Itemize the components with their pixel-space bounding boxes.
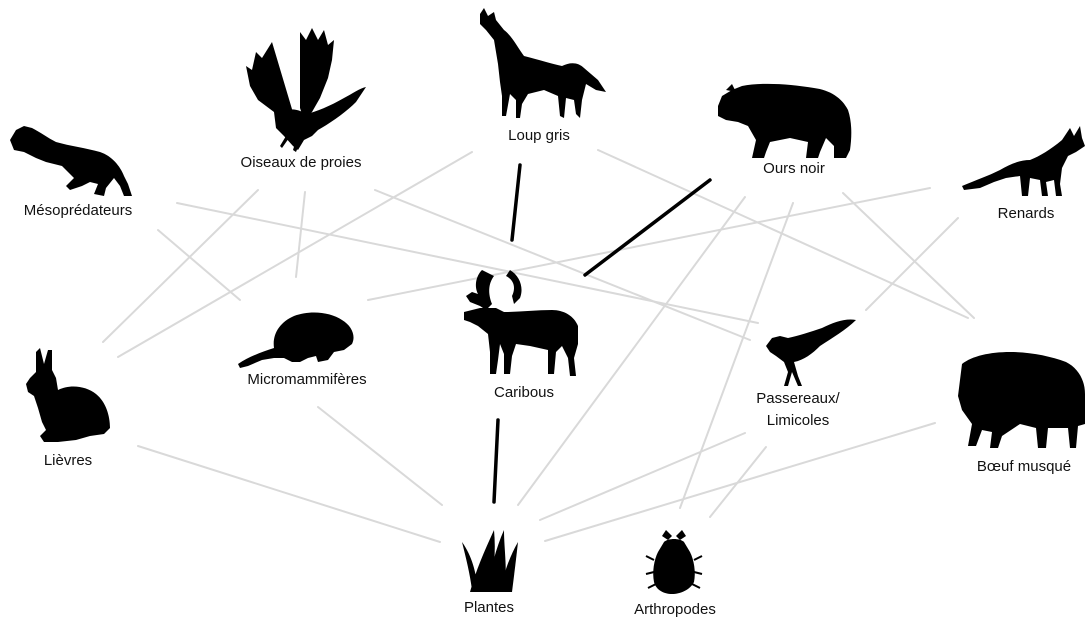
fox-icon xyxy=(962,126,1085,196)
label-caribou: Caribous xyxy=(494,384,554,401)
label-bear: Ours noir xyxy=(763,160,825,177)
eagle-icon xyxy=(246,28,366,152)
label-birds-line2: Limicoles xyxy=(767,412,830,429)
link-caribou-plants xyxy=(492,418,500,504)
muskox-icon xyxy=(958,352,1085,448)
link-smallmam-plants xyxy=(317,406,443,506)
weasel-icon xyxy=(10,126,132,196)
link-hare-plants xyxy=(137,445,441,543)
label-wolf: Loup gris xyxy=(508,127,570,144)
label-birds-line1: Passereaux/ xyxy=(756,390,840,407)
label-raptors: Oiseaux de proies xyxy=(241,154,362,171)
songbird-icon xyxy=(766,319,856,386)
beetle-icon xyxy=(645,530,703,594)
link-meso-birds xyxy=(176,202,759,324)
caribou-icon xyxy=(464,270,578,376)
link-birds-plants xyxy=(539,432,746,521)
link-fox-smallmam xyxy=(367,187,931,301)
link-raptors-birds xyxy=(374,189,751,341)
link-bear-arthro xyxy=(679,202,794,509)
wolf-icon xyxy=(480,8,606,118)
link-wolf-caribou xyxy=(510,163,522,242)
hare-icon xyxy=(26,348,110,442)
link-fox-birds xyxy=(865,217,959,311)
link-wolf-hare xyxy=(117,151,473,358)
link-bear-plants xyxy=(517,196,746,506)
label-arthro: Arthropodes xyxy=(634,601,716,618)
link-muskox-plants xyxy=(544,422,936,542)
label-muskox: Bœuf musqué xyxy=(977,458,1071,475)
link-bear-caribou xyxy=(583,178,712,277)
label-meso: Mésoprédateurs xyxy=(24,202,132,219)
label-plants: Plantes xyxy=(464,599,514,616)
label-fox: Renards xyxy=(998,205,1055,222)
link-meso-smallmam xyxy=(157,229,241,301)
link-raptors-smallmam xyxy=(295,191,306,278)
vole-icon xyxy=(238,312,354,368)
weak-links xyxy=(102,149,975,543)
strong-links xyxy=(492,163,712,504)
grass-icon xyxy=(462,530,518,592)
link-bear-muskox xyxy=(842,192,975,319)
label-smallmam: Micromammifères xyxy=(247,371,366,388)
label-hare: Lièvres xyxy=(44,452,92,469)
bear-icon xyxy=(718,83,852,158)
link-wolf-muskox xyxy=(597,149,969,319)
